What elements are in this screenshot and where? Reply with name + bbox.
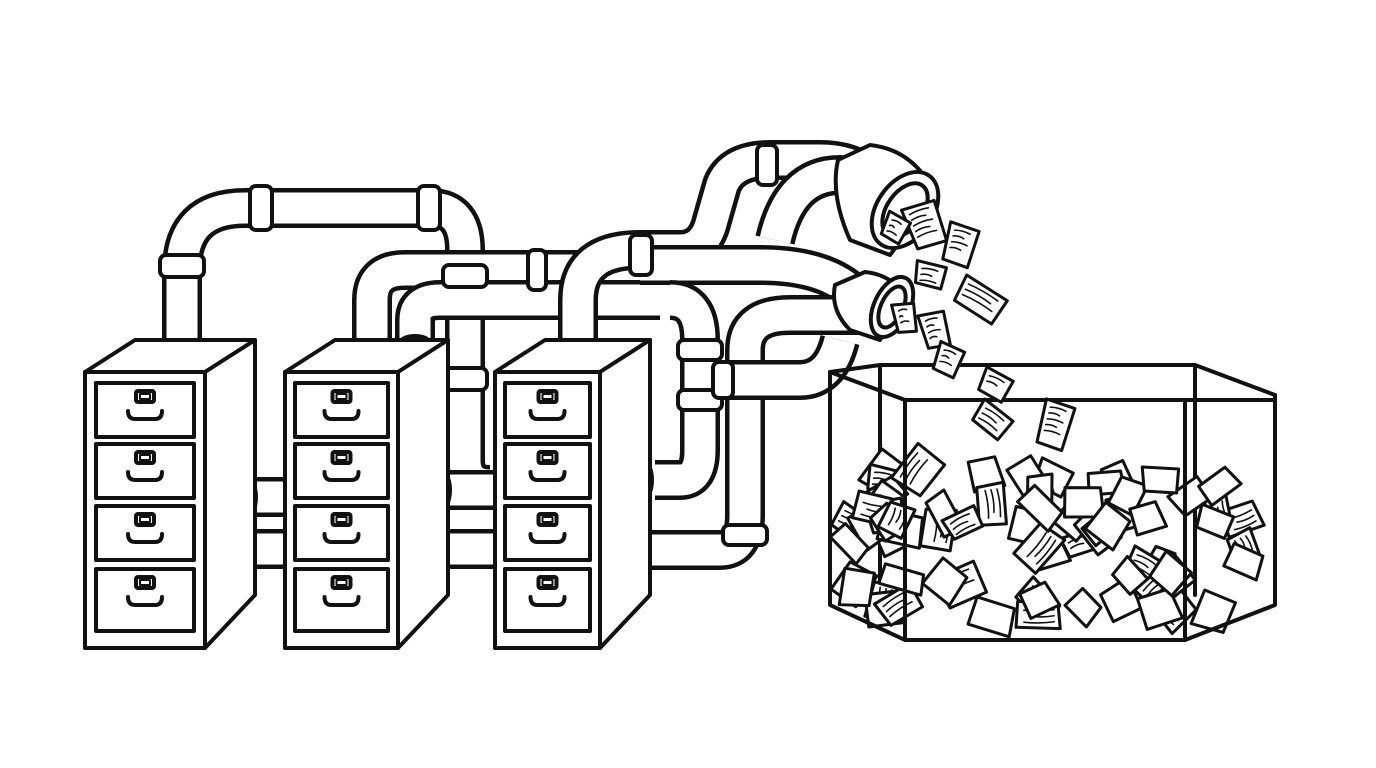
paper-sheet xyxy=(977,365,1015,404)
drawer-handle xyxy=(322,450,361,482)
paper-sheet xyxy=(940,504,985,541)
drawer-handle xyxy=(126,575,164,607)
filing-cabinet-1 xyxy=(83,338,257,650)
bin-papers xyxy=(828,441,1266,639)
paper-sheet xyxy=(1128,500,1169,537)
falling-papers xyxy=(879,198,1077,453)
drawer-handle xyxy=(322,575,361,607)
paper-sheet xyxy=(941,220,981,270)
filing-cabinet-3 xyxy=(493,338,652,650)
paper-sheet xyxy=(890,301,918,334)
drawer-handle xyxy=(528,450,567,482)
paper-sheet xyxy=(837,566,876,608)
paper-sheet xyxy=(1012,521,1067,575)
drawer-handle xyxy=(126,389,164,421)
paper-sheet xyxy=(1063,586,1103,629)
paper-sheet xyxy=(1083,500,1132,552)
cabinet-3-drawers xyxy=(503,381,592,633)
drawer-handle xyxy=(528,575,567,607)
pipe-coupling-rings xyxy=(158,143,779,547)
paper-sheet xyxy=(952,273,1009,326)
paper-sheet xyxy=(1222,541,1265,582)
paper-sheet xyxy=(1018,580,1062,620)
paper-sheet xyxy=(1035,397,1077,453)
paper-sheet xyxy=(966,595,1016,639)
paper-sheet xyxy=(1135,587,1185,631)
pipe-network xyxy=(152,140,881,570)
paper-sheet xyxy=(913,259,949,291)
paper-sheet xyxy=(828,522,870,566)
paper-sheet xyxy=(1111,554,1150,596)
drawer-hardware xyxy=(126,389,567,607)
drawer-handle xyxy=(322,512,361,544)
paper-sheet xyxy=(1063,486,1106,519)
paper-sheet xyxy=(931,339,967,380)
drawer-handle xyxy=(528,512,567,544)
paper-sheet xyxy=(920,556,969,607)
drawer-handle xyxy=(126,450,164,482)
glass-bin xyxy=(828,363,1277,642)
paper-sheet xyxy=(879,209,913,246)
drawer-handle xyxy=(528,389,567,421)
paper-sheet xyxy=(1016,483,1064,533)
filing-cabinet-2 xyxy=(283,338,450,650)
paper-sheet xyxy=(971,397,1015,442)
drawer-handle xyxy=(322,389,361,421)
paper-sheet xyxy=(1140,465,1181,495)
paper-sheet xyxy=(1195,502,1236,540)
paper-sheet xyxy=(1197,465,1243,507)
drawer-handle xyxy=(126,512,164,544)
paper-sheet xyxy=(877,562,926,597)
